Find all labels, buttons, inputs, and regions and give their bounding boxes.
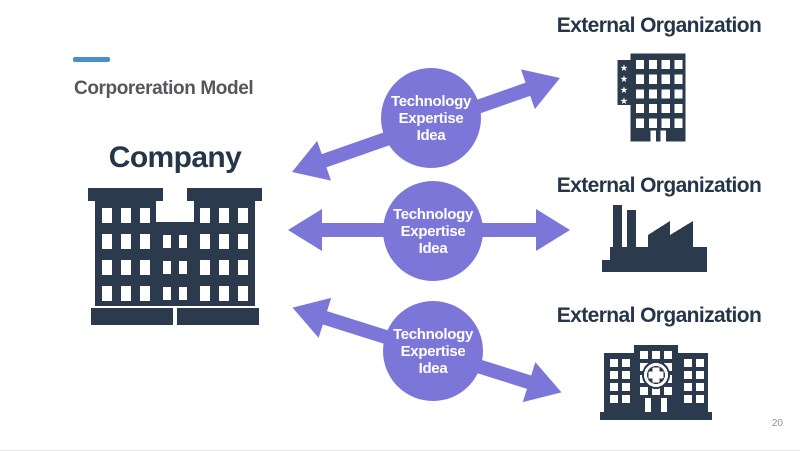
svg-text:★: ★: [620, 63, 628, 74]
page-number: 20: [771, 418, 783, 429]
external-org-heading: External Organization: [556, 304, 762, 327]
company-label: Company: [108, 141, 242, 174]
connection-line: Technology: [392, 205, 474, 223]
hotel-building-icon: ★★★★: [617, 53, 686, 142]
connection-line: Expertise: [400, 222, 466, 240]
external-org-heading: External Organization: [556, 174, 762, 197]
connection-line: Idea: [416, 126, 446, 144]
hospital-icon: [600, 345, 712, 420]
connection-line: Idea: [418, 359, 448, 377]
company-building-icon: [88, 188, 262, 325]
accent-line: [73, 57, 110, 62]
svg-text:★: ★: [620, 74, 628, 85]
connection-line: Technology: [392, 325, 474, 343]
connection-circle: Technology Expertise Idea: [383, 181, 483, 281]
factory-icon: [602, 205, 707, 272]
connection-line: Idea: [418, 239, 448, 257]
slide-title: Corporeration Model: [74, 78, 254, 99]
connection-circle: Technology Expertise Idea: [383, 301, 483, 401]
connection-line: Expertise: [400, 342, 466, 360]
svg-text:★: ★: [620, 96, 628, 107]
svg-text:★: ★: [620, 85, 628, 96]
connection-line: Expertise: [398, 109, 464, 127]
connection-line: Technology: [390, 92, 472, 110]
connection-circle: Technology Expertise Idea: [381, 68, 481, 168]
external-org-heading: External Organization: [556, 14, 762, 37]
